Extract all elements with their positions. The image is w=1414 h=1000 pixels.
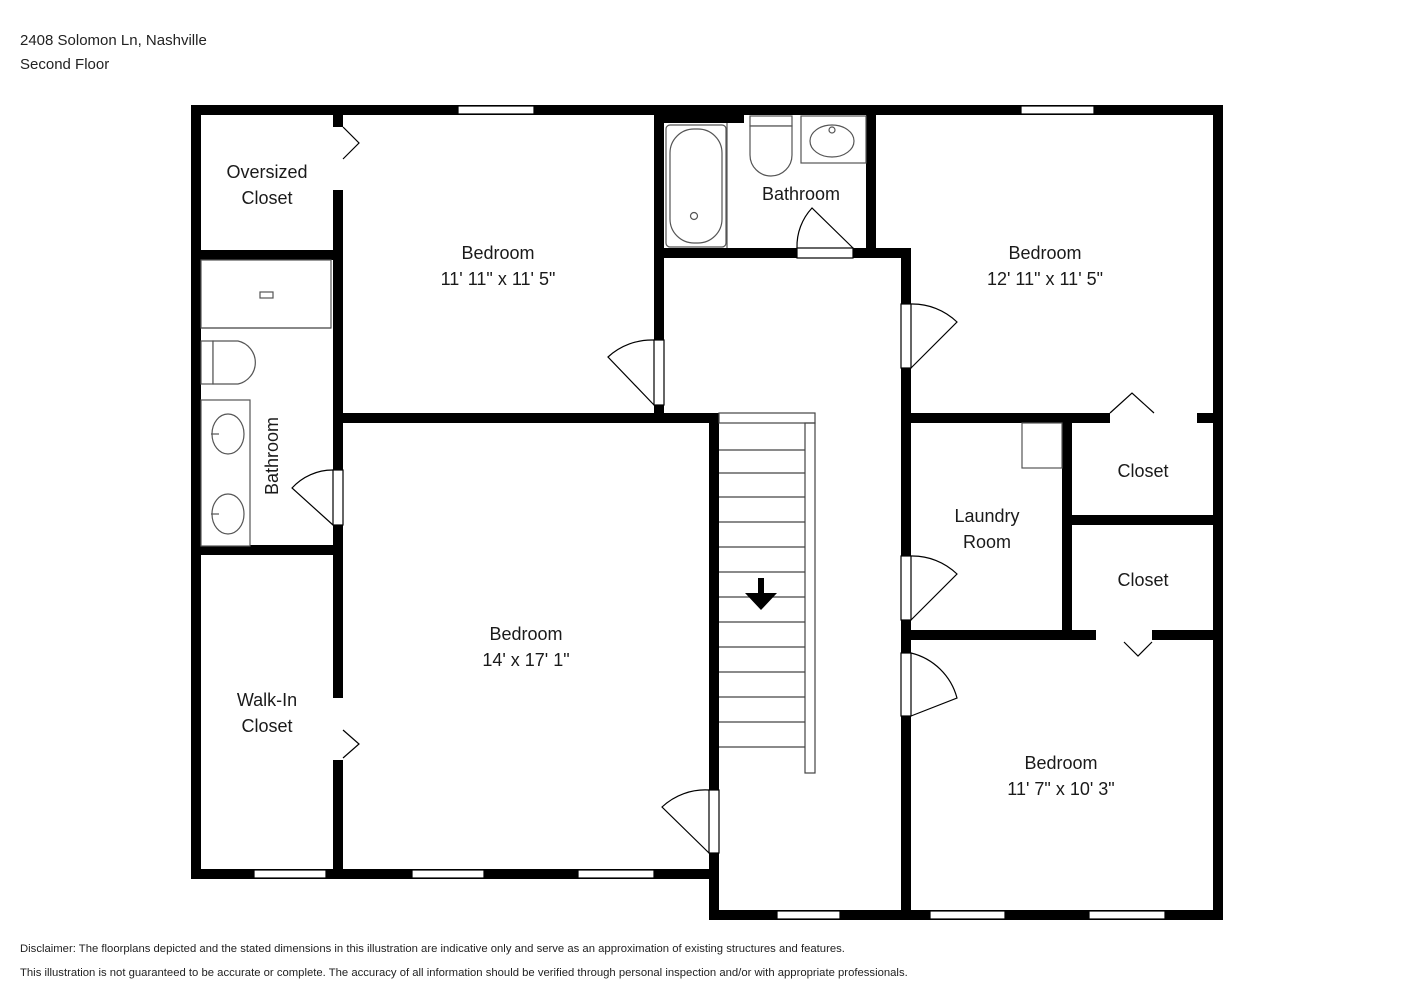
label-bedroom-main: Bedroom [489, 624, 562, 644]
wall-bath-n-south-b [853, 248, 911, 258]
window-nw-bedroom [457, 105, 535, 115]
door-bath-n-leaf [796, 247, 854, 259]
door-walkin-closet [342, 729, 360, 759]
toilet-n-tank [749, 115, 793, 127]
wall-right [1213, 105, 1223, 920]
wall-walkin-east-b [333, 760, 343, 879]
wall-ne-bedroom-south-a [911, 413, 1110, 423]
wall-stair-bottom-side [709, 869, 719, 920]
fixtures [200, 115, 1063, 547]
sink-n-basin [809, 124, 855, 158]
label-bedroom-se: Bedroom [1024, 753, 1097, 773]
disclaimer-line-1: Disclaimer: The floorplans depicted and … [20, 943, 845, 955]
label-oversized-closet-2: Closet [241, 188, 292, 208]
label-laundry-2: Room [963, 532, 1011, 552]
label-closet-upper: Closet [1117, 461, 1168, 481]
wall-hall-east-d [901, 716, 911, 920]
label-closet-lower: Closet [1117, 570, 1168, 590]
wall-hall-east-b [901, 368, 911, 556]
toilet-w-tank [200, 340, 214, 385]
disclaimer-line-2: This illustration is not guaranteed to b… [20, 967, 908, 979]
wall-bath-n-east [866, 115, 876, 258]
wall-bath-w-east-b [333, 525, 343, 555]
doors [291, 126, 1155, 854]
stair-down-arrow-icon [745, 578, 777, 610]
window-main-bedroom-1 [411, 869, 485, 879]
label-bedroom-nw-dims: 11' 11" x 11' 5" [441, 269, 556, 289]
door-closet-lower [1123, 641, 1153, 657]
bathtub-n-drain [689, 211, 699, 221]
wall-closet-nw-east-a [333, 115, 343, 127]
label-bathroom-w: Bathroom [262, 417, 282, 495]
door-laundry-leaf [900, 555, 912, 621]
wall-laundry-east [1062, 423, 1072, 640]
toilet-n-bowl [749, 125, 793, 177]
wall-main-bedroom-east-b [709, 853, 719, 879]
address-text: 2408 Solomon Ln, Nashville [20, 32, 207, 49]
laundry-appliance [1021, 422, 1063, 469]
door-bath-n-swing [796, 207, 854, 249]
door-se-bedroom-leaf [900, 652, 912, 717]
windows [253, 105, 1166, 920]
window-main-bedroom-2 [577, 869, 655, 879]
label-bedroom-se-dims: 11' 7" x 10' 3" [1007, 779, 1114, 799]
wall-bath-n-south-a [654, 248, 797, 258]
plan-header: 2408 Solomon Ln, Nashville Second Floor [20, 29, 207, 77]
label-walkin-closet-2: Closet [241, 716, 292, 736]
toilet-w-bowl [212, 340, 256, 385]
door-se-bedroom-swing [910, 652, 958, 717]
door-laundry-swing [910, 555, 958, 621]
label-laundry-1: Laundry [954, 506, 1019, 526]
label-bedroom-nw: Bedroom [461, 243, 534, 263]
door-nw-bedroom-leaf [653, 339, 665, 406]
wall-main-bedroom-east-a [709, 413, 719, 790]
door-main-bedroom-leaf [708, 789, 720, 854]
wall-bedroom-divider [343, 413, 719, 423]
wall-walkin-east-a [333, 555, 343, 698]
wall-hall-east-a [901, 248, 911, 304]
wall-bath-w-south [201, 545, 343, 555]
label-bathroom-n: Bathroom [762, 184, 840, 204]
wall-left [191, 105, 201, 879]
wall-laundry-south-b [1152, 630, 1223, 640]
floor-name: Second Floor [20, 56, 110, 73]
wall-hall-east-c [901, 620, 911, 653]
disclaimer: Disclaimer: The floorplans depicted and … [20, 937, 908, 985]
door-ne-bedroom-swing [910, 303, 958, 369]
label-bedroom-ne: Bedroom [1008, 243, 1081, 263]
window-ne-bedroom [1020, 105, 1095, 115]
stair-rail [804, 422, 816, 774]
wall-laundry-south-a [911, 630, 1096, 640]
door-main-bedroom-swing [661, 789, 710, 854]
wall-closet-nw-south [201, 250, 341, 260]
wall-bath-w-east-a [333, 260, 343, 470]
wall-ne-bedroom-south-b [1197, 413, 1223, 423]
window-walkin [253, 869, 327, 879]
window-se-bedroom-1 [929, 910, 1006, 920]
door-bath-w-leaf [332, 469, 344, 526]
shower-w-drain [259, 291, 274, 299]
room-labels: Oversized Closet Bedroom 11' 11" x 11' 5… [226, 162, 1168, 799]
door-bath-w-swing [291, 469, 334, 526]
wall-closets-divider [1072, 515, 1213, 525]
door-nw-bedroom-swing [607, 339, 655, 406]
label-oversized-closet-1: Oversized [226, 162, 307, 182]
door-closet-upper [1109, 392, 1155, 414]
bathtub-n-basin [669, 128, 723, 244]
wall-nw-bedroom-east-a [654, 115, 664, 340]
wall-top-thick [654, 105, 744, 123]
staircase [718, 412, 816, 774]
door-oversized-closet [342, 126, 360, 160]
window-stair [776, 910, 841, 920]
label-bedroom-main-dims: 14' x 17' 1" [482, 650, 569, 670]
wall-closet-nw-east-b [333, 190, 343, 260]
label-bedroom-ne-dims: 12' 11" x 11' 5" [987, 269, 1103, 289]
stair-top-landing [718, 412, 816, 424]
sink-n-faucet [828, 126, 836, 134]
label-walkin-closet-1: Walk-In [237, 690, 297, 710]
door-ne-bedroom-leaf [900, 303, 912, 369]
window-se-bedroom-2 [1088, 910, 1166, 920]
